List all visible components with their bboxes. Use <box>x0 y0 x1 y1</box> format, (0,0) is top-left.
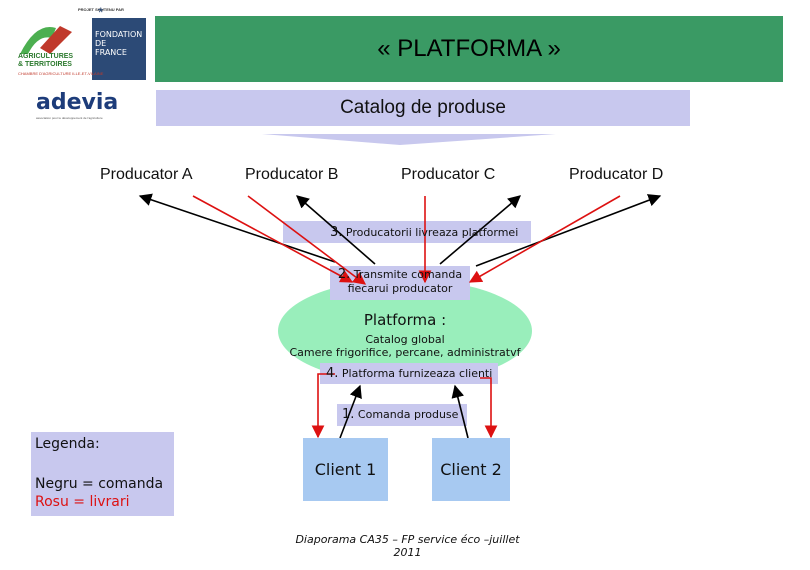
step2-label: 2. Transmite comanda fiecarui producator <box>337 267 463 296</box>
agri-logo-text: AGRICULTURES & TERRITOIRES <box>18 53 74 68</box>
adevia-logo-sub: association pour le développement de l'a… <box>36 116 103 120</box>
order-arrow-client1 <box>339 384 362 439</box>
catalog-funnel <box>262 134 556 145</box>
platform-description: Catalog global Camere frigorifice, perca… <box>289 333 521 359</box>
star-icon: * <box>98 4 104 20</box>
order-arrow-d <box>475 194 662 267</box>
legend: Legenda: Negru = comanda Rosu = livrari <box>31 432 174 516</box>
page-title: « PLATFORMA » <box>377 35 561 62</box>
order-arrow-a <box>138 193 336 263</box>
producer-b: Producator B <box>245 166 339 183</box>
platform-title: Platforma : <box>363 311 447 329</box>
order-arrow-b <box>296 195 376 265</box>
catalog-label: Catalog de produse <box>340 97 506 118</box>
producer-d: Producator D <box>569 166 664 183</box>
step4-box <box>320 363 498 384</box>
foundation-logo-text: FONDATION DE FRANCE <box>95 30 143 57</box>
producer-c: Producator C <box>401 166 496 183</box>
delivery-arrow-b <box>247 195 367 285</box>
platform-ellipse <box>278 279 532 383</box>
step4-label: 4. Platforma furnizeaza clienti <box>326 366 493 381</box>
adevia-logo: adevia <box>36 90 119 115</box>
client-2-box: Client 2 <box>432 438 510 501</box>
legend-red: Rosu = livrari <box>35 494 130 510</box>
delivery-arrow-d <box>468 195 621 283</box>
title-banner: « PLATFORMA » <box>155 16 783 82</box>
agri-logo-icon <box>20 26 72 54</box>
legend-title: Legenda: <box>35 436 100 452</box>
client-1-box: Client 1 <box>303 438 388 501</box>
step1-box <box>337 404 467 426</box>
client-2-label: Client 2 <box>440 460 502 479</box>
producer-a: Producator A <box>100 166 193 183</box>
agri-logo-sub: CHAMBRE D'AGRICULTURE ILLE-ET-VILAINE <box>18 71 104 76</box>
step1-label: 1. Comanda produse <box>342 407 459 422</box>
order-arrow-client2 <box>451 384 469 439</box>
catalog-banner: Catalog de produse <box>156 90 690 126</box>
delivery-arrow-a <box>192 195 354 283</box>
partner-small-text: PROJET SOUTENU PAR <box>78 7 124 12</box>
client-1-label: Client 1 <box>314 460 377 479</box>
delivery-arrow-client1 <box>311 373 335 439</box>
delivery-arrow-client2 <box>480 377 498 439</box>
foundation-logo <box>92 18 146 80</box>
legend-black: Negru = comanda <box>35 476 164 492</box>
footer-text: Diaporama CA35 – FP service éco –juillet… <box>295 533 520 559</box>
order-arrow-c <box>439 195 521 265</box>
step3-label: 3. Producatorii livreaza platformei <box>330 225 519 240</box>
